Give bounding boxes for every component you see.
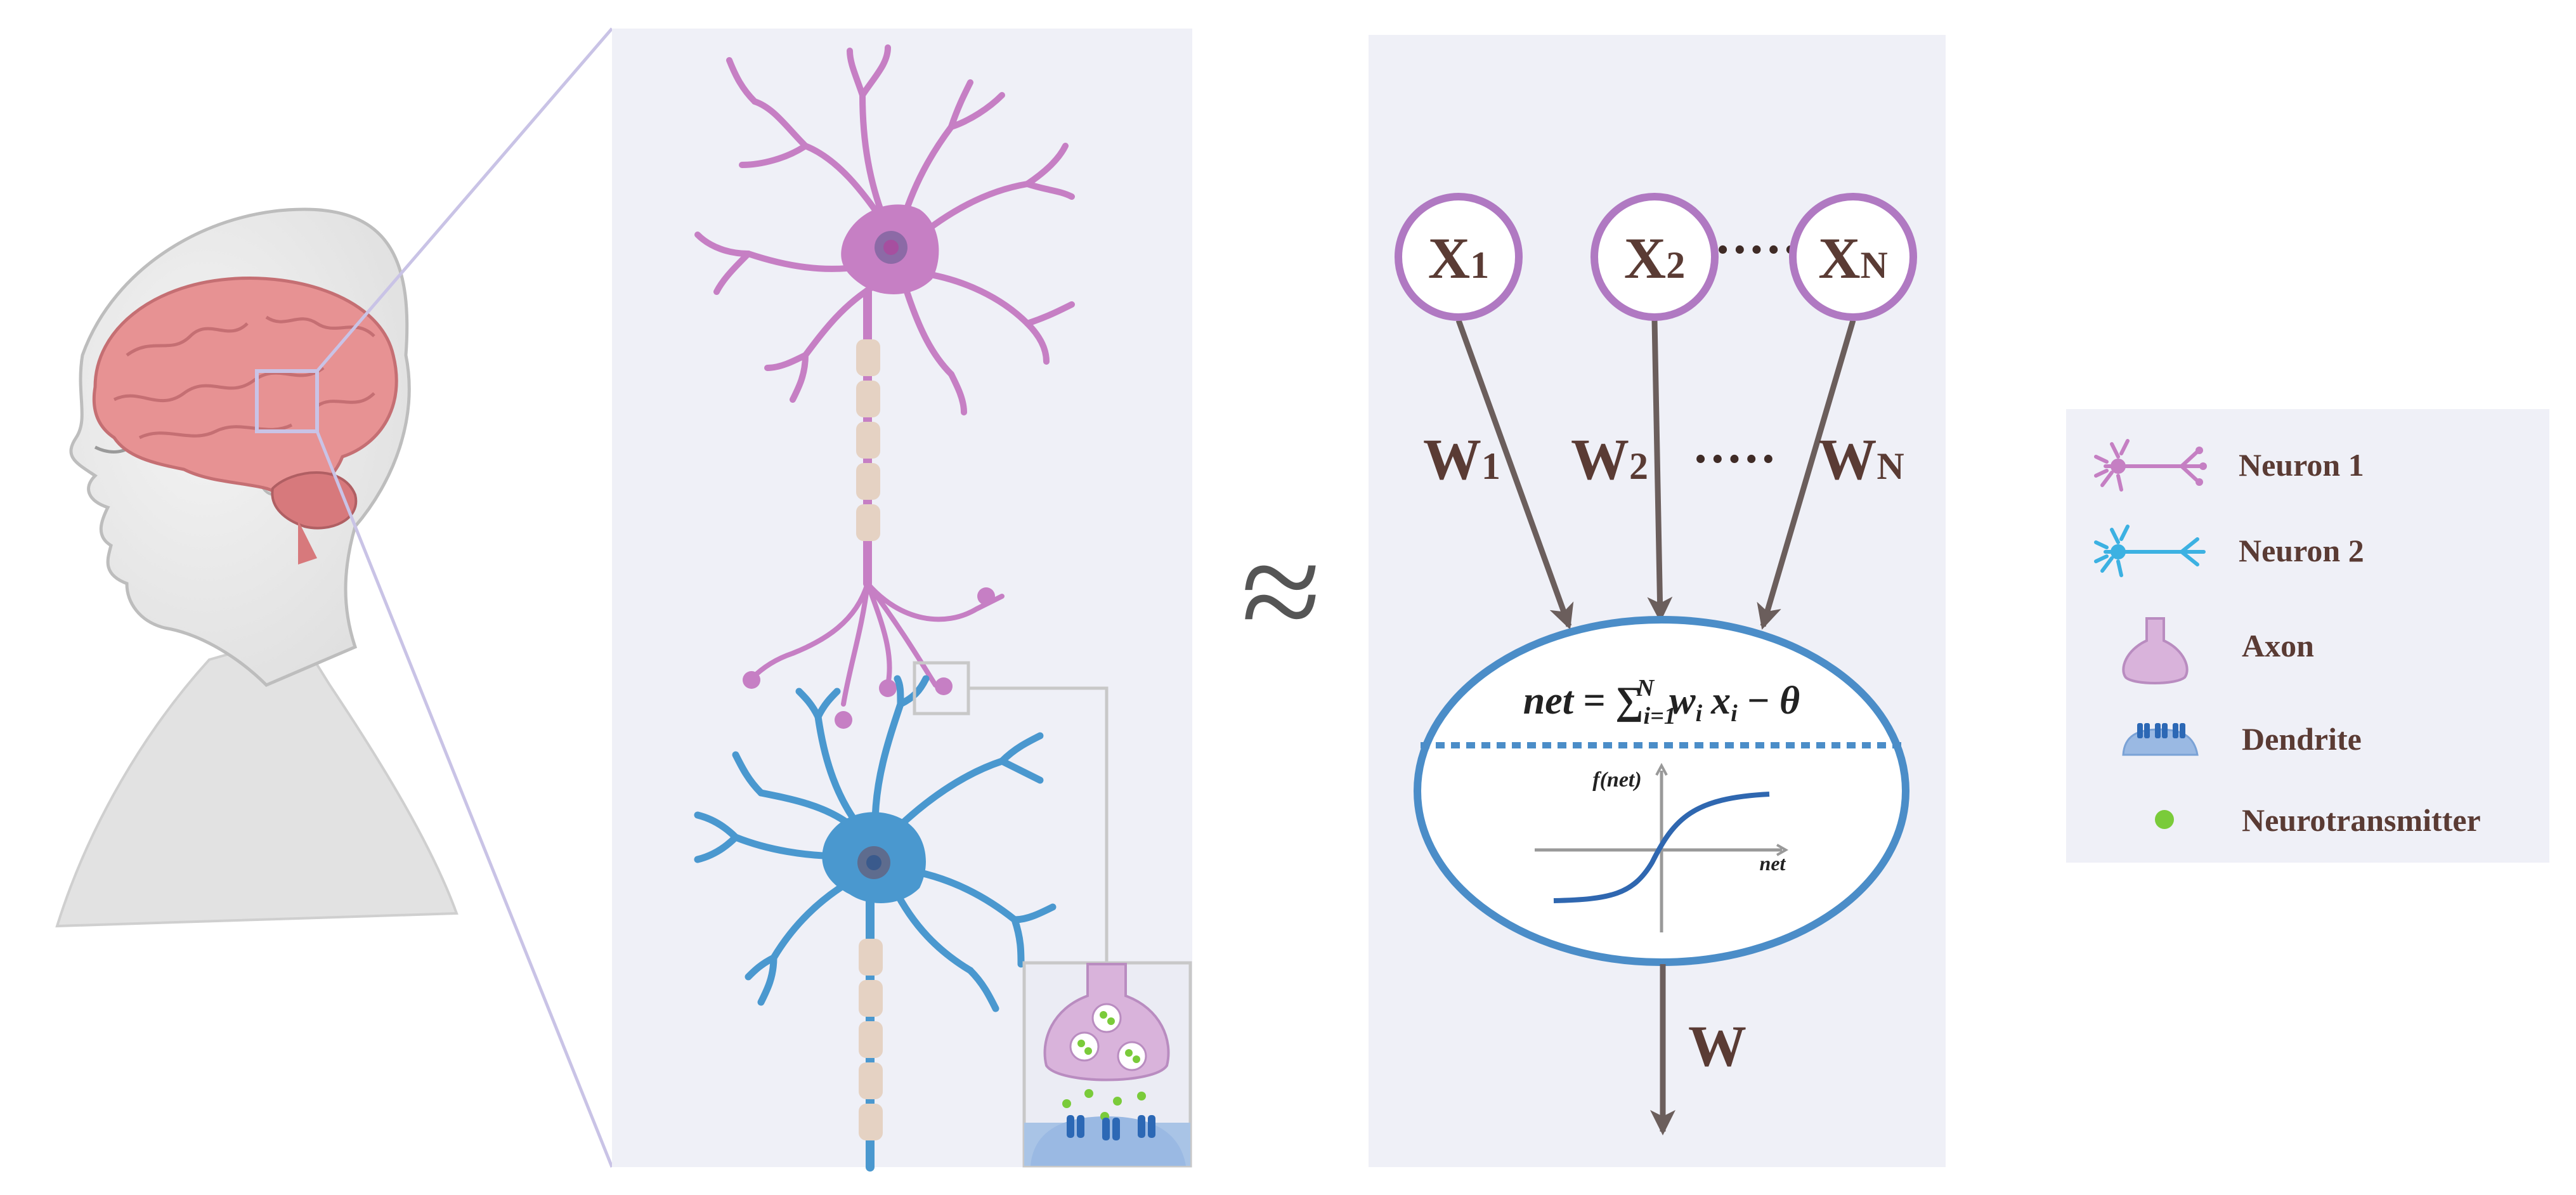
output-label: W — [1688, 1014, 1747, 1078]
neuron-panel — [612, 29, 1192, 1172]
neuron-2-illustration — [694, 675, 1057, 1172]
weight-ellipsis: ····· — [1692, 431, 1776, 487]
legend-label-neuron-2: Neuron 2 — [2239, 533, 2364, 568]
neuron-2-myelin — [859, 939, 883, 1140]
input-node-n: XN — [1789, 193, 1917, 321]
legend-label-neuron-1: Neuron 1 — [2239, 447, 2364, 483]
input-node-2: X2 — [1590, 193, 1719, 321]
legend-label-dendrite: Dendrite — [2242, 721, 2362, 757]
legend: Neuron 1 Neuron 2 Axon Dendrite Neurotra… — [2066, 409, 2549, 863]
input-n-subscript: N — [1861, 244, 1888, 286]
weight-label-n: WN — [1818, 427, 1904, 492]
weight-label-2: W2 — [1571, 427, 1648, 492]
input-n-letter: X — [1818, 226, 1860, 291]
neuron-1-myelin — [856, 339, 880, 541]
legend-dendrite-receptor-icon — [2122, 723, 2199, 756]
legend-neurotransmitter-dot-icon — [2155, 810, 2174, 829]
approx-symbol: ≈ — [1241, 511, 1321, 672]
svg-text:X1: X1 — [1428, 226, 1489, 291]
input-ellipsis: ····· — [1714, 222, 1799, 278]
weight-arrow-2 — [1647, 320, 1673, 622]
legend-label-axon: Axon — [2242, 628, 2314, 663]
legend-neuron-1-icon — [2094, 439, 2207, 492]
activation-function-plot: f(net) net — [1535, 762, 1789, 932]
input-2-letter: X — [1624, 226, 1666, 291]
input-1-subscript: 1 — [1470, 244, 1489, 286]
input-2-subscript: 2 — [1666, 244, 1685, 286]
artificial-neuron-panel: X1 X2 ····· XN W1 W2 ····· WN — [1369, 35, 1946, 1167]
input-node-1: X1 — [1395, 193, 1523, 321]
neuron-1-terminals — [743, 587, 995, 729]
activation-curve — [1553, 792, 1770, 903]
human-head-illustration — [55, 27, 614, 1168]
weight-arrow-1 — [1455, 319, 1574, 630]
input-1-letter: X — [1428, 226, 1470, 291]
synapse-inset — [1022, 961, 1192, 1168]
svg-text:X2: X2 — [1624, 226, 1685, 291]
legend-label-neurotransmitter: Neurotransmitter — [2242, 802, 2481, 838]
legend-axon-terminal-icon — [2122, 617, 2189, 684]
weight-label-1: W1 — [1423, 427, 1500, 492]
activation-x-label: net — [1760, 852, 1786, 875]
neuron-1-illustration — [694, 44, 1075, 707]
legend-neuron-2-icon — [2094, 525, 2206, 577]
activation-y-label: f(net) — [1592, 768, 1641, 792]
weight-arrow-n — [1757, 319, 1856, 630]
svg-text:XN: XN — [1818, 226, 1888, 291]
